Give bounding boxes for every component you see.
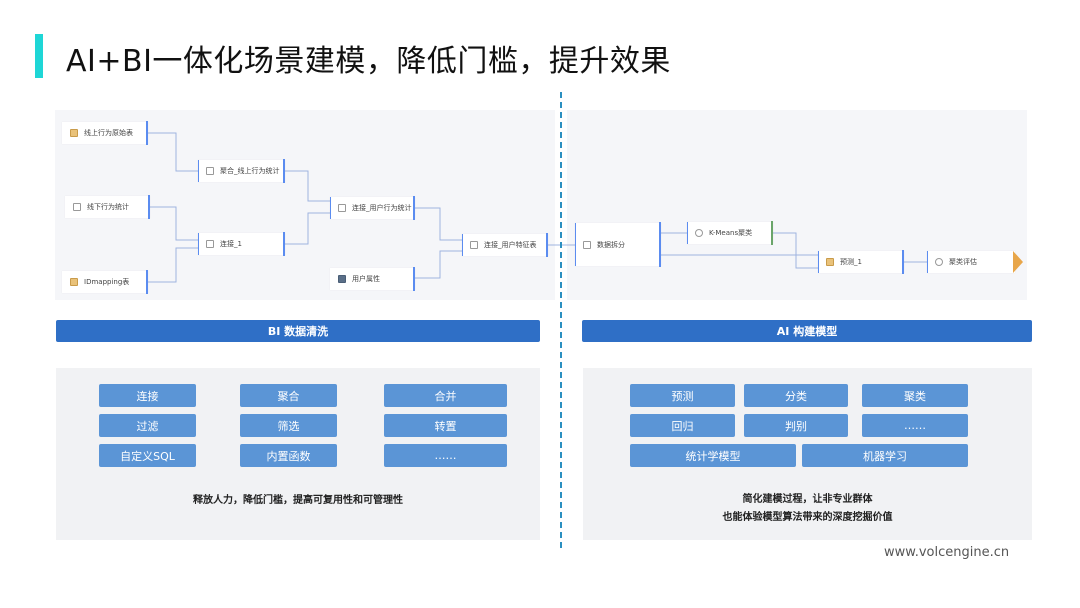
bi-section-header: BI 数据清洗 (56, 320, 540, 342)
bi-op-select[interactable]: 筛选 (240, 414, 337, 437)
table-icon (70, 129, 78, 137)
grid-icon (338, 275, 346, 283)
footer-url: www.volcengine.cn (884, 545, 1010, 560)
gear-icon (695, 229, 703, 237)
ai-op-statistical-model[interactable]: 统计学模型 (630, 444, 796, 467)
ai-op-classify[interactable]: 分类 (744, 384, 848, 407)
ai-op-cluster[interactable]: 聚类 (862, 384, 968, 407)
bi-caption-wrap: 释放人力，降低门槛，提高可复用性和可管理性 (56, 491, 540, 506)
bi-op-aggregate[interactable]: 聚合 (240, 384, 337, 407)
flow-node[interactable]: 连接_1 (198, 232, 285, 256)
output-port-icon (1013, 251, 1023, 273)
bi-op-filter[interactable]: 过滤 (99, 414, 196, 437)
bi-op-join[interactable]: 连接 (99, 384, 196, 407)
flow-node[interactable]: 预测_1 (818, 250, 904, 274)
bi-op-merge[interactable]: 合并 (384, 384, 507, 407)
flow-node[interactable]: 连接_用户行为统计 (330, 196, 415, 220)
table-icon (70, 278, 78, 286)
ai-caption: 简化建模过程，让非专业群体 也能体验模型算法带来的深度挖掘价值 (583, 490, 1032, 523)
bi-op-transpose[interactable]: 转置 (384, 414, 507, 437)
aggregate-icon (206, 167, 214, 175)
join-icon (338, 204, 346, 212)
database-icon (73, 203, 81, 211)
flow-node[interactable]: 聚合_线上行为统计 (198, 159, 285, 183)
split-icon (583, 240, 591, 249)
ai-section-header: AI 构建模型 (582, 320, 1032, 342)
title-accent-bar (35, 34, 43, 78)
ai-caption-line: 也能体验模型算法带来的深度挖掘价值 (722, 512, 893, 523)
bi-op-builtin-functions[interactable]: 内置函数 (240, 444, 337, 467)
join-icon (206, 240, 214, 248)
ai-caption-line: 简化建模过程，让非专业群体 (742, 494, 873, 505)
flow-node[interactable]: 线上行为原始表 (62, 121, 148, 145)
ai-op-predict[interactable]: 预测 (630, 384, 735, 407)
flow-node[interactable]: IDmapping表 (62, 270, 148, 294)
bi-op-custom-sql[interactable]: 自定义SQL (99, 444, 196, 467)
flow-node[interactable]: 连接_用户特征表 (462, 233, 548, 257)
section-divider (560, 92, 562, 548)
ai-op-discriminant[interactable]: 判别 (744, 414, 848, 437)
bi-caption: 释放人力，降低门槛，提高可复用性和可管理性 (193, 495, 403, 506)
ai-op-machine-learning[interactable]: 机器学习 (802, 444, 968, 467)
ai-op-regression[interactable]: 回归 (630, 414, 735, 437)
flow-node[interactable]: 用户属性 (330, 267, 415, 291)
predict-icon (826, 258, 834, 266)
gear-icon (935, 258, 943, 266)
bi-op-more[interactable]: …… (384, 444, 507, 467)
join-icon (470, 241, 478, 249)
page-title: AI+BI一体化场景建模，降低门槛，提升效果 (66, 44, 671, 79)
flow-node[interactable]: 线下行为统计 (65, 195, 150, 219)
flow-node[interactable]: 聚类评估 (927, 251, 1015, 273)
flow-node[interactable]: K-Means聚类 (687, 221, 773, 245)
ai-op-more[interactable]: …… (862, 414, 968, 437)
flow-node[interactable]: 数据拆分 (575, 222, 661, 267)
